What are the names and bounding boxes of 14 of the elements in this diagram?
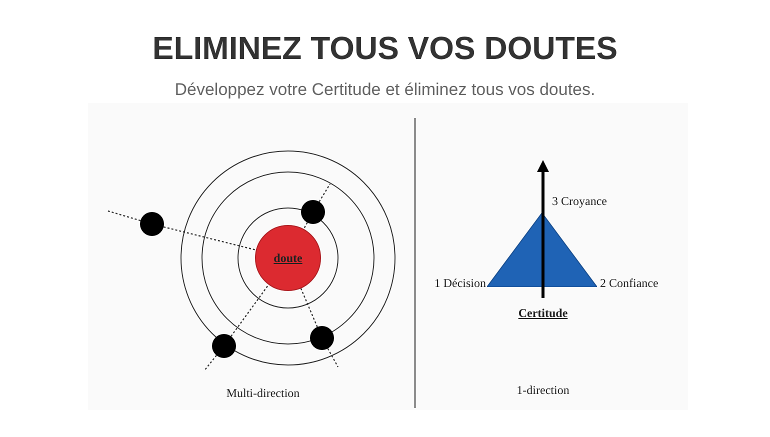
panel-caption: 1-direction [516, 383, 570, 398]
dotted-connector [303, 222, 308, 230]
title: ELIMINEZ TOUS VOS DOUTES [151, 30, 619, 67]
circle-label: doute [274, 250, 302, 266]
panel-caption: Multi-direction [226, 386, 300, 401]
subtitle: Développez votre Certitude et éliminez tous vos doutes. [174, 80, 596, 100]
dotted-connector [164, 226, 256, 251]
dotted-connector [230, 284, 270, 337]
dotted-connector [300, 288, 318, 328]
triangle [487, 213, 597, 287]
vertex-label: 3 Croyance [552, 194, 607, 209]
vertex-label: 1 Décision [434, 276, 486, 291]
vertex-label: 2 Confiance [600, 276, 658, 291]
triangle-caption: Certitude [518, 306, 568, 321]
